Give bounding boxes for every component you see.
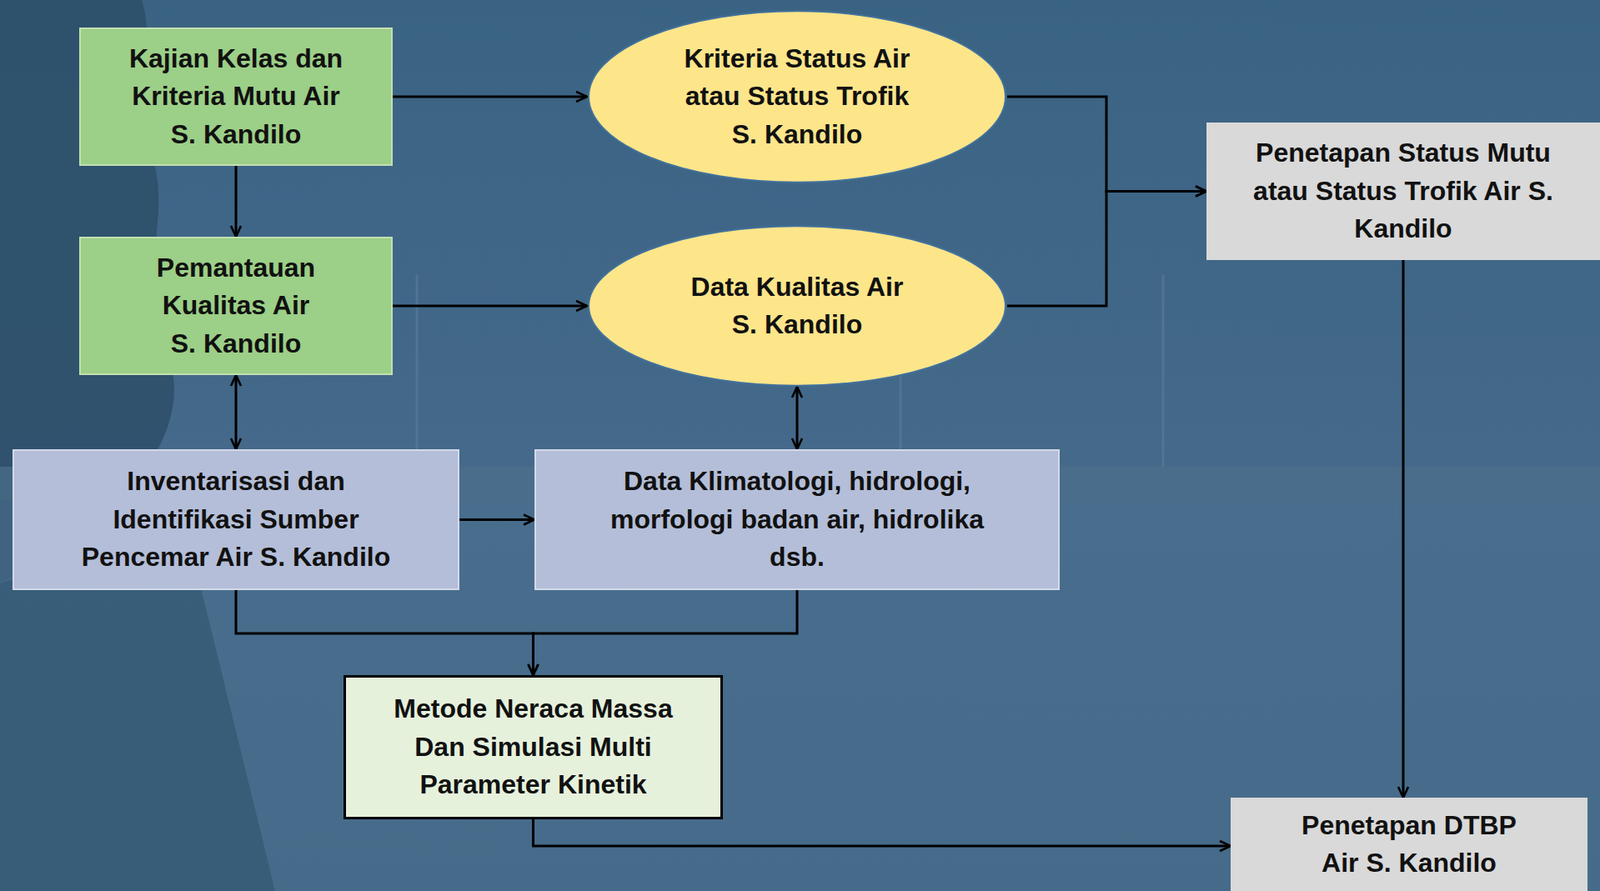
flow-arrow <box>235 165 238 237</box>
node-label: Penetapan Status Mutu atau Status Trofik… <box>1243 134 1564 248</box>
text-wrap: Metode Neraca Massa Dan Simulasi Multi P… <box>380 690 688 804</box>
text-wrap: Kajian Kelas dan Kriteria Mutu Air S. Ka… <box>118 40 354 154</box>
flow-arrow <box>1402 260 1405 798</box>
flow-arrow <box>533 590 798 676</box>
text-wrap: Kriteria Status Air atau Status Trofik S… <box>674 40 920 154</box>
method-box: Metode Neraca Massa Dan Simulasi Multi P… <box>343 675 723 820</box>
text-wrap: Penetapan DTBP Air S. Kandilo <box>1289 807 1530 883</box>
text-wrap: Inventarisasi dan Identifikasi Sumber Pe… <box>67 462 405 577</box>
text-wrap: Data Klimatologi, hidrologi, morfologi b… <box>591 462 1003 577</box>
node-label: Inventarisasi dan Identifikasi Sumber Pe… <box>67 462 405 577</box>
text-wrap: Data Kualitas Air S. Kandilo <box>681 268 913 345</box>
flow-arrow <box>235 375 238 450</box>
node-label: Kajian Kelas dan Kriteria Mutu Air S. Ka… <box>118 40 354 154</box>
input-box: Inventarisasi dan Identifikasi Sumber Pe… <box>12 449 460 591</box>
text-wrap: Penetapan Status Mutu atau Status Trofik… <box>1243 134 1564 248</box>
ellipse-outline <box>586 225 1008 387</box>
status-ellipse: Kriteria Status Air atau Status Trofik S… <box>586 10 1008 184</box>
flow-arrow <box>1007 191 1207 307</box>
flow-arrow <box>392 305 587 308</box>
node-label: Metode Neraca Massa Dan Simulasi Multi P… <box>380 690 688 804</box>
flow-arrow <box>796 386 799 450</box>
result-box: Penetapan Status Mutu atau Status Trofik… <box>1206 122 1600 261</box>
process-box: Pemantauan Kualitas Air S. Kandilo <box>79 236 393 376</box>
flow-arrow <box>1007 96 1207 192</box>
text-wrap: Pemantauan Kualitas Air S. Kandilo <box>150 249 322 363</box>
node-label: Data Kualitas Air S. Kandilo <box>681 268 913 345</box>
flow-arrow <box>235 590 534 676</box>
flow-arrow <box>392 95 587 99</box>
input-box: Data Klimatologi, hidrologi, morfologi b… <box>534 449 1060 591</box>
node-label: Kriteria Status Air atau Status Trofik S… <box>674 40 920 154</box>
node-label: Pemantauan Kualitas Air S. Kandilo <box>150 249 322 363</box>
node-label: Penetapan DTBP Air S. Kandilo <box>1289 807 1530 883</box>
result-box: Penetapan DTBP Air S. Kandilo <box>1230 797 1588 891</box>
flow-arrow <box>459 518 535 522</box>
flow-arrow <box>533 819 1232 847</box>
data-ellipse: Data Kualitas Air S. Kandilo <box>586 225 1008 387</box>
process-box: Kajian Kelas dan Kriteria Mutu Air S. Ka… <box>79 27 393 166</box>
node-label: Data Klimatologi, hidrologi, morfologi b… <box>591 462 1003 577</box>
